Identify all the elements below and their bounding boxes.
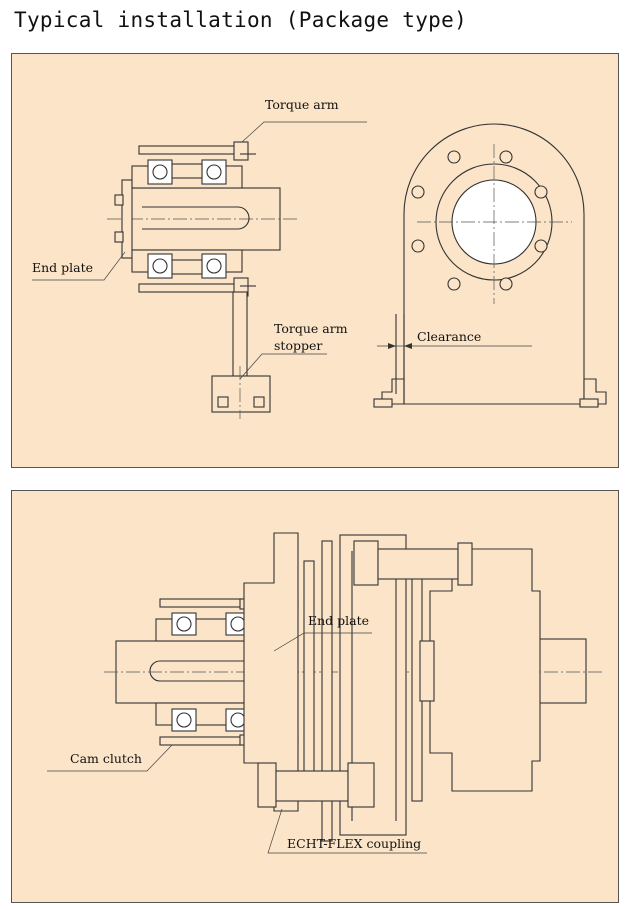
bolt-holes <box>411 150 548 291</box>
torque-arm-drawing: Torque arm End plate Torque arm stopper … <box>32 97 607 419</box>
label-echt-flex-coupling: ECHT-FLEX coupling <box>287 836 421 851</box>
label-end-plate: End plate <box>32 260 93 275</box>
installation-panel-coupling: End plate Cam clutch ECHT-FLEX coupling <box>11 490 619 903</box>
label-clearance: Clearance <box>417 329 481 344</box>
coupling-drawing: End plate Cam clutch ECHT-FLEX coupling <box>47 532 602 854</box>
label-torque-arm-stopper-line2: stopper <box>274 338 322 353</box>
label-cam-clutch: Cam clutch <box>70 751 142 766</box>
label-end-plate: End plate <box>308 613 369 628</box>
label-torque-arm: Torque arm <box>265 97 339 112</box>
installation-panel-torque-arm: Torque arm End plate Torque arm stopper … <box>11 53 619 468</box>
page-title: Typical installation (Package type) <box>14 8 468 32</box>
label-torque-arm-stopper-line1: Torque arm <box>274 321 348 336</box>
